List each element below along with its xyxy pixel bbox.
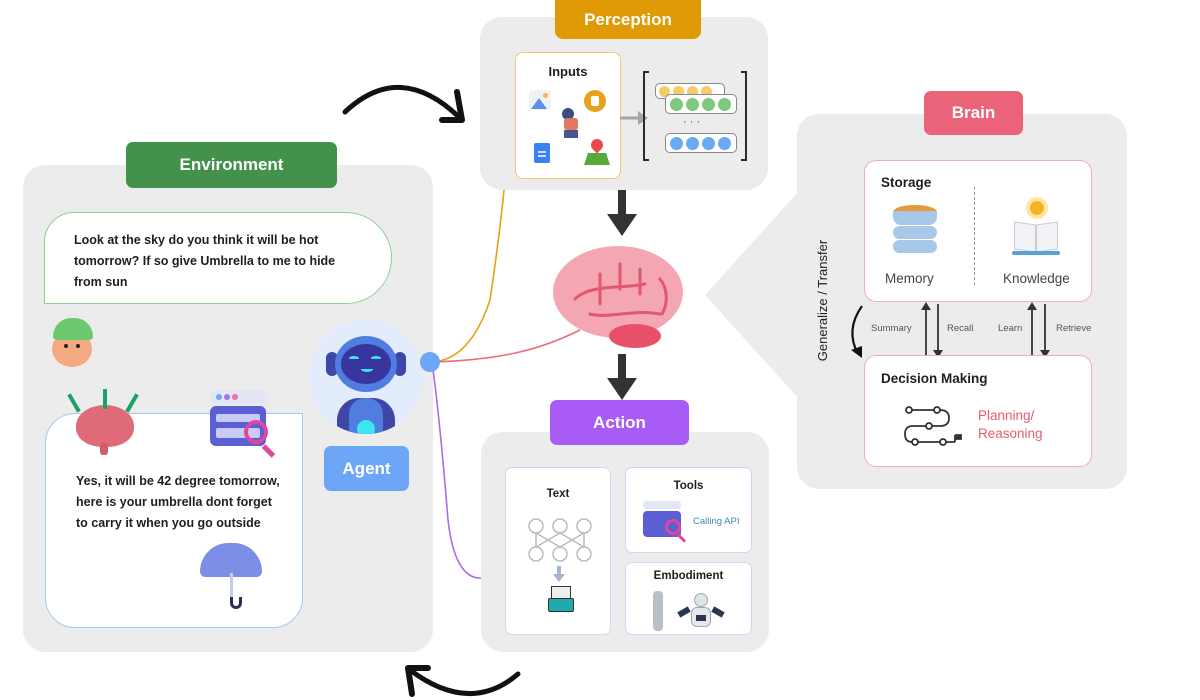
agent-reply-card: Yes, it will be 42 degree tomorrow, here… (45, 413, 303, 628)
agent-avatar-circle (309, 320, 423, 434)
learn-label: Learn (998, 323, 1023, 334)
tools-label: Tools (673, 480, 704, 492)
down-arrow-small-icon (553, 566, 565, 582)
agent-label: Agent (324, 446, 409, 491)
planning-path-icon (904, 406, 962, 446)
perception-title: Perception (555, 0, 701, 39)
brain-pointer (705, 190, 800, 400)
calling-api-label: Calling API (693, 516, 740, 527)
inputs-label: Inputs (548, 64, 588, 79)
text-action-card: Text (505, 467, 611, 635)
generalize-transfer-label: Generalize / Transfer (815, 239, 830, 362)
tools-card: Tools Calling API (625, 467, 752, 553)
planning-label: Planning/ (978, 408, 1035, 423)
embedding-matrix: · · · (643, 71, 747, 161)
user-avatar-icon (45, 316, 101, 367)
central-brain-icon (553, 246, 683, 348)
robot-icon (326, 336, 406, 434)
browser-search-icon (208, 390, 284, 460)
text-action-label: Text (546, 488, 570, 500)
environment-title: Environment (126, 142, 337, 188)
token-row-blue (665, 133, 737, 153)
umbrella-icon (200, 543, 266, 613)
storage-decision-arrows (851, 302, 1050, 358)
document-icon (534, 143, 550, 163)
token-row-green (665, 94, 737, 114)
brain-title: Brain (924, 91, 1023, 135)
inputs-card: Inputs (515, 52, 621, 179)
wire-to-brain (431, 329, 581, 363)
down-arrow-perception-to-brain (607, 190, 637, 236)
embodiment-card: Embodiment (625, 562, 752, 635)
storage-card: Storage Memory Knowledge (864, 160, 1092, 302)
user-message-text: Look at the sky do you think it will be … (74, 233, 336, 289)
memory-database-icon (893, 205, 937, 255)
api-browser-icon (643, 501, 689, 543)
storage-divider (974, 187, 975, 285)
storage-label: Storage (881, 175, 932, 190)
agent-reply-text: Yes, it will be 42 degree tomorrow, here… (76, 474, 280, 530)
memory-label: Memory (885, 271, 934, 286)
cycle-arrow-bottom (407, 667, 521, 696)
recall-label: Recall (947, 323, 974, 334)
knowledge-book-icon (1012, 201, 1060, 257)
map-location-icon (584, 136, 610, 165)
robot-hand-icon (653, 591, 663, 631)
audio-icon (584, 90, 606, 112)
down-arrow-brain-to-action (607, 354, 637, 400)
action-title: Action (550, 400, 689, 445)
knowledge-label: Knowledge (1003, 271, 1070, 286)
embodiment-label: Embodiment (653, 570, 724, 582)
txt-file-icon (548, 586, 574, 614)
decision-making-card: Decision Making Planning/ Reasoning (864, 355, 1092, 467)
retrieve-label: Retrieve (1056, 323, 1092, 334)
decision-making-label: Decision Making (881, 371, 988, 386)
user-message-bubble: Look at the sky do you think it will be … (44, 212, 392, 304)
matrix-ellipsis: · · · (683, 116, 701, 128)
reasoning-label: Reasoning (978, 426, 1043, 441)
touch-icon (562, 108, 578, 138)
humanoid-robot-icon (676, 593, 726, 629)
stressed-brain-icon (67, 389, 142, 455)
image-icon (529, 90, 551, 110)
wire-to-action (431, 361, 483, 579)
summary-label: Summary (871, 323, 912, 334)
agent-connection-node (420, 352, 440, 372)
neural-network-icon (528, 518, 592, 562)
